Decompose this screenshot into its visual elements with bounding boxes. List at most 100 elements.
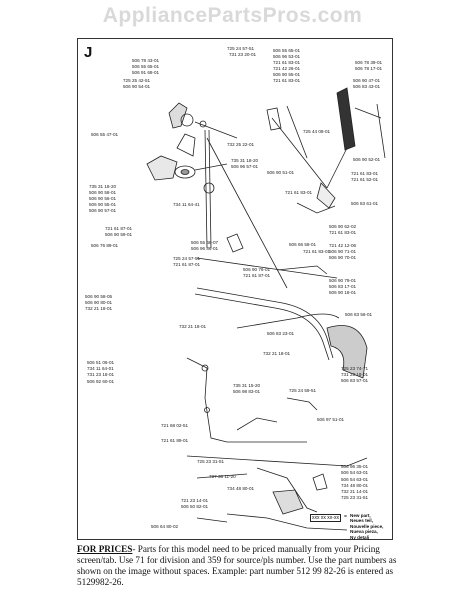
part-number-label: 734 48 80-01	[227, 486, 255, 491]
part-number-label: 732 21 18-01	[263, 351, 291, 356]
part-number-label: 506 90 71-01	[329, 249, 357, 254]
part-number-label: 506 90 52-01	[353, 157, 381, 162]
part-number-label: 725 23 74-71	[341, 366, 369, 371]
legend-line: Neues teil,	[350, 518, 373, 524]
part-number-label: 506 96 86-01	[191, 246, 219, 251]
part-number-label: 506 90 18-01	[329, 290, 357, 295]
part-number-label: 506 83 23-01	[267, 331, 295, 336]
legend-line: Nueva pieza,	[350, 529, 378, 535]
part-number-label: 506 83 57-01	[341, 378, 369, 383]
part-number-label: 506 66 58-01	[289, 242, 317, 247]
pricing-note-label: FOR PRICES	[77, 544, 133, 554]
part-number-label: 725 24 57-51	[173, 256, 201, 261]
part-number-label: 506 90 47-01	[353, 78, 381, 83]
part-number-label: 506 90 70-01	[329, 255, 357, 260]
part-number-label: 506 83 61-01	[351, 201, 379, 206]
part-number-label: 506 96 53-01	[273, 54, 301, 59]
part-number-label: 731 23 18-01	[87, 372, 115, 377]
part-number-label: 721 42 26-01	[273, 66, 301, 71]
part-number-label: 721 61 52-01	[351, 177, 379, 182]
part-number-label: 506 90 56-01	[89, 196, 117, 201]
part-number-label: 735 31 18-20	[89, 184, 117, 189]
part-number-label: 735 31 15-20	[233, 383, 261, 388]
part-number-label: 721 61 87-01	[243, 273, 271, 278]
part-number-label: 725 23 31-51	[197, 459, 225, 464]
legend-equals: =	[344, 514, 347, 520]
legend-line: Ny detalj	[350, 534, 370, 540]
part-number-label: 725 24 57-51	[227, 46, 255, 51]
part-number-label: 721 61 83-01	[285, 190, 313, 195]
part-number-label: 732 21 18-01	[85, 306, 113, 311]
part-number-label: 506 76 89-01	[91, 243, 119, 248]
part-number-label: 506 90 59-01	[105, 232, 133, 237]
part-number-label: 506 90 51-01	[267, 170, 295, 175]
part-number-label: 506 51 06-01	[87, 360, 115, 365]
part-number-label: 721 61 89-01	[161, 438, 189, 443]
part-number-label: 506 90 57-01	[89, 208, 117, 213]
part-number-label: 721 42 12-06	[329, 243, 357, 248]
part-number-label: 506 98 83-01	[233, 389, 261, 394]
part-number-label: 506 90 80-01	[85, 300, 113, 305]
part-number-label: 506 54 63-01	[341, 477, 369, 482]
section-letter: J	[84, 44, 93, 61]
site-watermark-title: AppliancePartsPros.com	[102, 4, 363, 27]
part-number-label: 731 23 20-01	[229, 52, 257, 57]
part-number-label: 506 90 58-05	[85, 294, 113, 299]
part-number-label: 721 61 83-01	[329, 230, 357, 235]
part-number-label: 506 55 46-07	[191, 240, 219, 245]
part-number-label: 734 11 64-01	[87, 366, 114, 371]
diagram-frame	[77, 38, 393, 540]
part-number-label: 735 31 18-20	[231, 158, 259, 163]
part-number-label: 506 64 80-02	[151, 524, 179, 529]
new-part-legend: xxx xx xx-xx = New part, Neues teil, Nou…	[310, 512, 388, 540]
legend-line: New part,	[350, 513, 371, 518]
part-number-label: 506 90 55-01	[89, 202, 117, 207]
part-number-label: 506 55 65-01	[132, 64, 160, 69]
part-number-label: 721 61 83-01	[351, 171, 379, 176]
part-number-label: 506 78 39-01	[355, 60, 383, 65]
part-number-label: 732 25 22-01	[227, 142, 255, 147]
part-number-label: 506 92 60-01	[87, 379, 115, 384]
part-number-label: 506 90 54-01	[123, 84, 151, 89]
part-number-label: 506 90 79-01	[329, 278, 357, 283]
part-number-label: 721 23 14-01	[181, 498, 209, 503]
part-number-label: 721 61 83-01	[303, 249, 331, 254]
part-number-label: 506 54 63-01	[341, 470, 369, 475]
part-number-label: 506 78 43-01	[132, 58, 160, 63]
part-number-label: 506 90 76-01	[243, 267, 271, 272]
part-number-label: 721 61 87-01	[173, 262, 201, 267]
part-number-label: 506 83 56-01	[345, 312, 373, 317]
part-number-label: 725 25 42-51	[123, 78, 151, 83]
part-number-label: 721 68 02-51	[161, 423, 189, 428]
part-number-label: 721 61 83-01	[273, 78, 301, 83]
part-number-label: 721 61 87-01	[105, 226, 133, 231]
part-number-label: 506 90 58-01	[89, 190, 117, 195]
part-number-label: 731 23 18-01	[341, 372, 369, 377]
part-number-label: 506 78 17-01	[355, 66, 383, 71]
part-number-label: 725 24 59-51	[289, 388, 317, 393]
pricing-note-text: - Parts for this model need to be priced…	[77, 544, 397, 587]
part-number-label: 737 38 11-20	[209, 474, 236, 479]
part-number-label: 732 21 18-01	[179, 324, 207, 329]
part-number-label: 506 97 51-01	[317, 417, 345, 422]
part-number-label: 506 50 82-01	[181, 504, 209, 509]
part-number-label: 506 90 62-02	[329, 224, 357, 229]
part-number-label: 734 48 80-01	[341, 483, 369, 488]
legend-line: Nouvelle piece,	[350, 523, 384, 529]
part-number-label: 506 91 68-01	[132, 70, 160, 75]
part-number-label: 725 44 08-01	[303, 129, 331, 134]
part-number-label: 506 55 47-01	[91, 132, 119, 137]
part-number-label: 721 61 83-01	[273, 60, 301, 65]
part-number-label: 506 90 55-01	[273, 72, 301, 77]
part-number-label: 506 83 43-01	[353, 84, 381, 89]
part-number-label: 734 11 64-41	[173, 202, 200, 207]
part-number-label: 506 96 35-01	[341, 464, 369, 469]
part-number-label: 506 55 65-01	[273, 48, 301, 53]
part-number-label: 732 21 14-01	[341, 489, 369, 494]
legend-text: New part, Neues teil, Nouvelle piece, Nu…	[350, 513, 383, 540]
part-number-label: 725 23 31-51	[341, 495, 369, 500]
part-number-label: 506 96 57-01	[231, 164, 259, 169]
part-number-label: 506 83 17-01	[329, 284, 357, 289]
